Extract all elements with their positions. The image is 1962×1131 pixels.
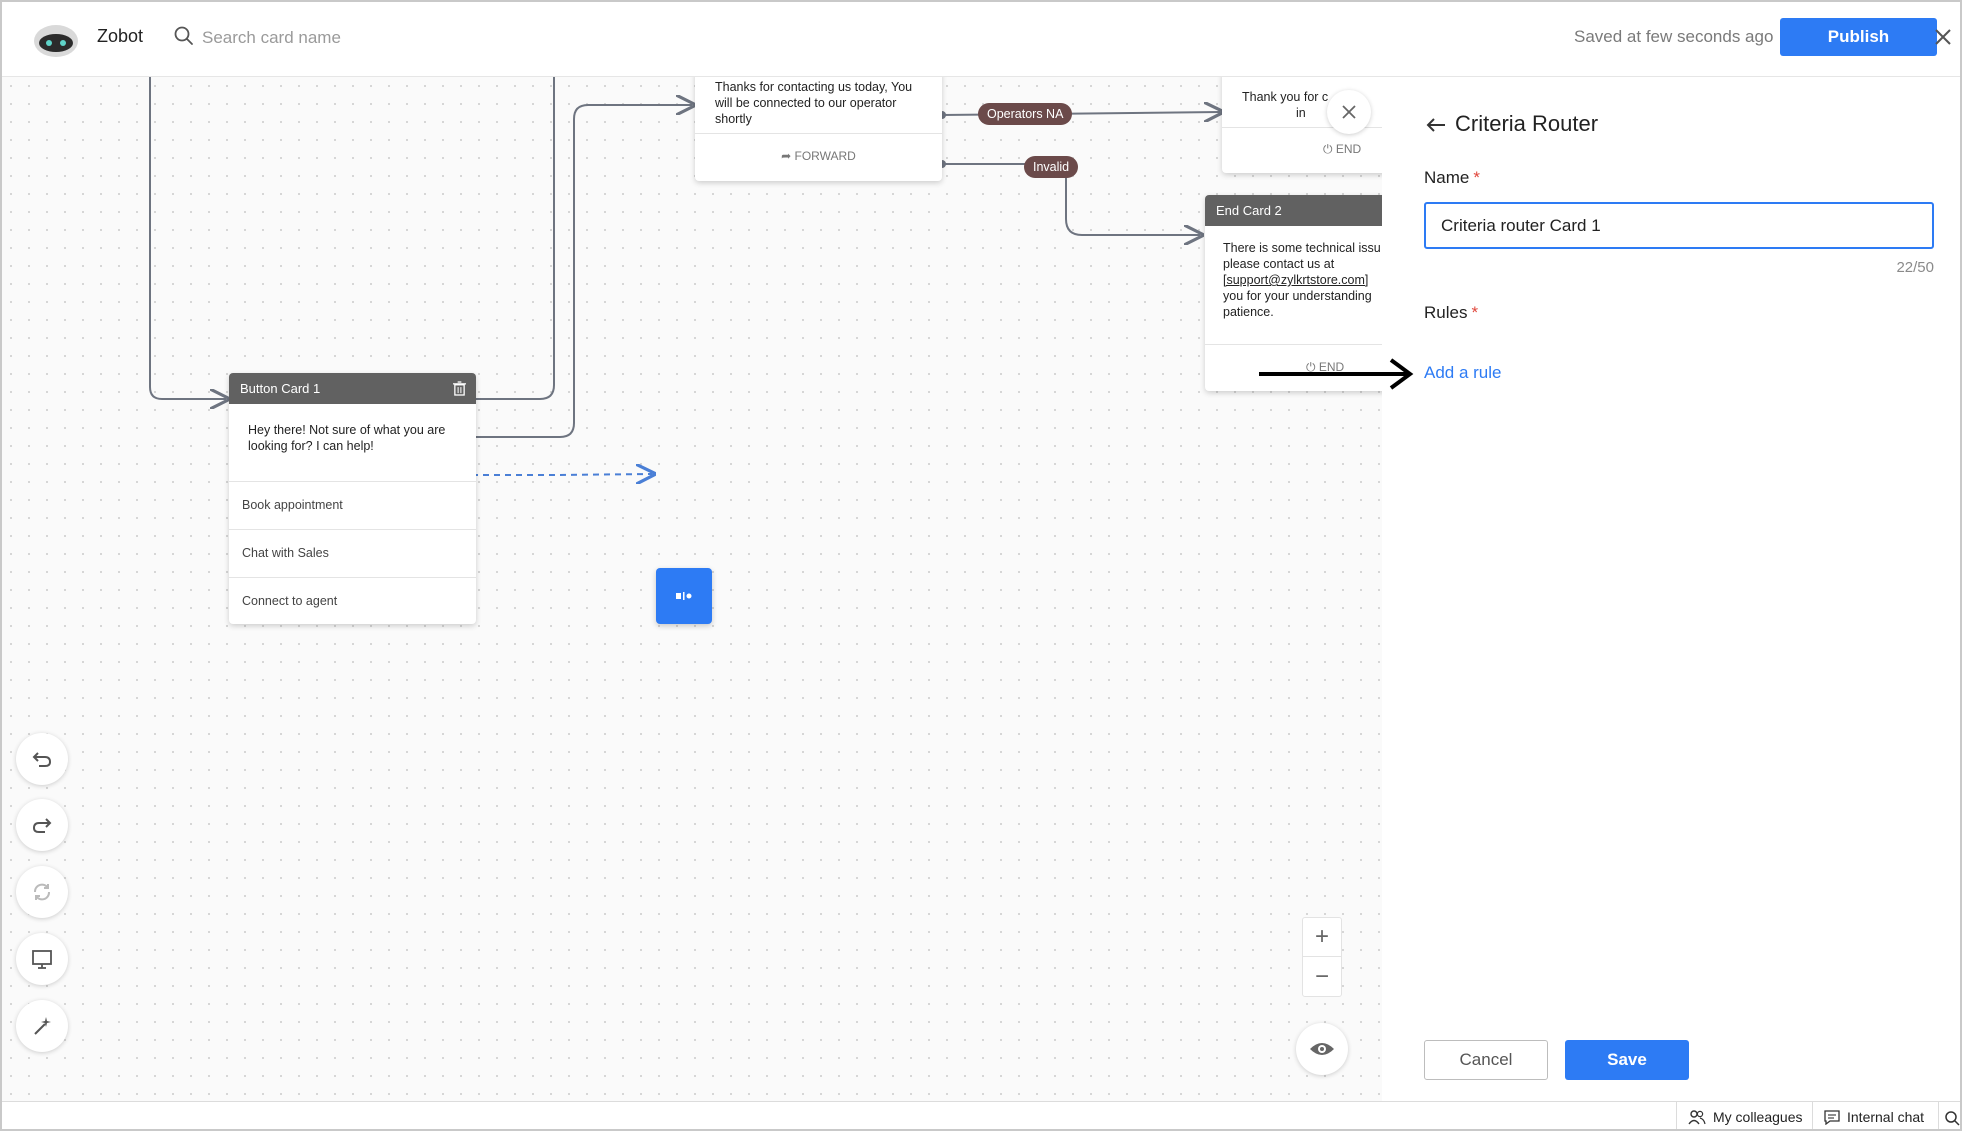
footer-divider	[1938, 1102, 1939, 1129]
redo-button[interactable]	[16, 799, 68, 851]
zoom-in-button[interactable]: +	[1303, 918, 1341, 957]
button-option-connect-to-agent[interactable]: Connect to agent	[229, 577, 476, 624]
end-card-1-label: END	[1335, 142, 1362, 156]
saved-status: Saved at few seconds ago	[1574, 27, 1774, 46]
app-name: Zobot	[97, 26, 144, 46]
publish-button[interactable]: Publish	[1780, 18, 1937, 56]
end-card-2[interactable]: End Card 2 There is some technical issu …	[1205, 195, 1382, 391]
required-mark: *	[1471, 303, 1479, 322]
save-button[interactable]: Save	[1565, 1040, 1689, 1080]
router-icon	[676, 592, 692, 600]
operators-na-tag[interactable]: Operators NA	[978, 103, 1073, 125]
end-card-2-footer: ⏻ END	[1205, 344, 1382, 390]
back-arrow-icon[interactable]	[1424, 113, 1448, 137]
required-mark: *	[1473, 168, 1480, 187]
auto-arrange-button[interactable]	[16, 866, 68, 918]
magic-wand-icon	[34, 1017, 51, 1035]
end-card-2-line2: please contact us at	[1223, 257, 1335, 271]
button-card-header: Button Card 1	[229, 373, 476, 404]
name-field[interactable]	[1424, 202, 1934, 249]
end-card-2-title: End Card 2	[1205, 195, 1382, 226]
end-card-2-label: END	[1318, 360, 1345, 374]
chat-icon	[1824, 1110, 1840, 1125]
refresh-icon	[34, 883, 50, 901]
annotation-arrow-icon	[1259, 358, 1414, 390]
forward-card-footer: ➦ FORWARD	[695, 133, 942, 179]
rules-label: Rules*	[1424, 303, 1478, 323]
top-bar: Zobot Saved at few seconds ago Publish	[2, 2, 1960, 77]
monitor-icon	[32, 950, 52, 969]
magic-wand-button[interactable]	[16, 1000, 68, 1052]
footer-divider	[1812, 1102, 1813, 1129]
invalid-tag[interactable]: Invalid	[1024, 156, 1079, 178]
button-card-message: Hey there! Not sure of what you are look…	[248, 423, 446, 453]
end-card-2-line4: you for your understanding	[1223, 289, 1372, 303]
forward-card-message: Thanks for contacting us today, You will…	[715, 80, 913, 126]
power-icon: ⏻	[1306, 360, 1319, 374]
button-card-title: Button Card 1	[240, 381, 321, 396]
forward-icon: ➦	[781, 149, 795, 163]
undo-icon	[32, 752, 52, 767]
redo-icon	[32, 818, 52, 833]
cancel-button[interactable]: Cancel	[1424, 1040, 1548, 1080]
close-icon	[1342, 105, 1356, 119]
end-card-2-message: There is some technical issu please cont…	[1205, 226, 1382, 344]
end-card-1-message: Thank you for c in	[1222, 77, 1382, 127]
close-icon[interactable]	[1930, 24, 1956, 50]
char-count: 22/50	[1896, 259, 1934, 276]
end-card-2-line5: patience.	[1223, 305, 1274, 319]
my-colleagues-button[interactable]: My colleagues	[1688, 1109, 1803, 1125]
criteria-router-panel: Criteria Router Name* 22/50 Rules* Add a…	[1382, 77, 1960, 1101]
panel-title: Criteria Router	[1455, 111, 1599, 136]
internal-chat-button[interactable]: Internal chat	[1824, 1109, 1924, 1125]
zoom-out-button[interactable]: −	[1314, 963, 1329, 990]
power-icon: ⏻	[1323, 142, 1336, 156]
end-card-1-text-tail: in	[1296, 106, 1306, 120]
criteria-router-node[interactable]	[656, 568, 712, 624]
preview-button[interactable]	[1296, 1023, 1348, 1075]
zoom-controls: + −	[1302, 917, 1342, 997]
internal-chat-label: Internal chat	[1847, 1109, 1925, 1125]
colleagues-icon	[1688, 1110, 1706, 1125]
zobot-logo-icon	[34, 25, 78, 57]
preview-screen-button[interactable]	[16, 933, 68, 985]
undo-button[interactable]	[16, 733, 68, 785]
end-card-1-footer: ⏻ END	[1222, 127, 1382, 173]
button-card[interactable]: Button Card 1 Hey there! Not sure of wha…	[229, 373, 476, 624]
forward-label: FORWARD	[794, 149, 856, 163]
search-input[interactable]	[202, 22, 602, 54]
button-option-book-appointment[interactable]: Book appointment	[229, 481, 476, 529]
add-rule-link[interactable]: Add a rule	[1424, 363, 1502, 382]
search-icon[interactable]	[172, 24, 196, 48]
forward-card[interactable]: Thanks for contacting us today, You will…	[695, 77, 942, 181]
end-card-2-email-link[interactable]: [support@zylkrtstore.com]	[1223, 273, 1369, 287]
trash-icon[interactable]	[453, 381, 466, 396]
rules-label-text: Rules	[1424, 303, 1468, 322]
footer-divider	[1676, 1102, 1677, 1129]
name-label-text: Name	[1424, 168, 1470, 187]
card-close-button[interactable]	[1327, 90, 1371, 134]
name-label: Name*	[1424, 168, 1480, 188]
end-card-2-line1: There is some technical issu	[1223, 241, 1381, 255]
button-option-chat-with-sales[interactable]: Chat with Sales	[229, 529, 476, 577]
my-colleagues-label: My colleagues	[1713, 1109, 1803, 1125]
eye-icon	[1310, 1043, 1334, 1055]
end-card-1-text: Thank you for c	[1242, 90, 1329, 104]
flow-canvas[interactable]: Thanks for contacting us today, You will…	[2, 77, 1382, 1101]
bottom-bar: My colleagues Internal chat	[2, 1101, 1960, 1129]
footer-search-icon[interactable]	[1944, 1110, 1960, 1126]
